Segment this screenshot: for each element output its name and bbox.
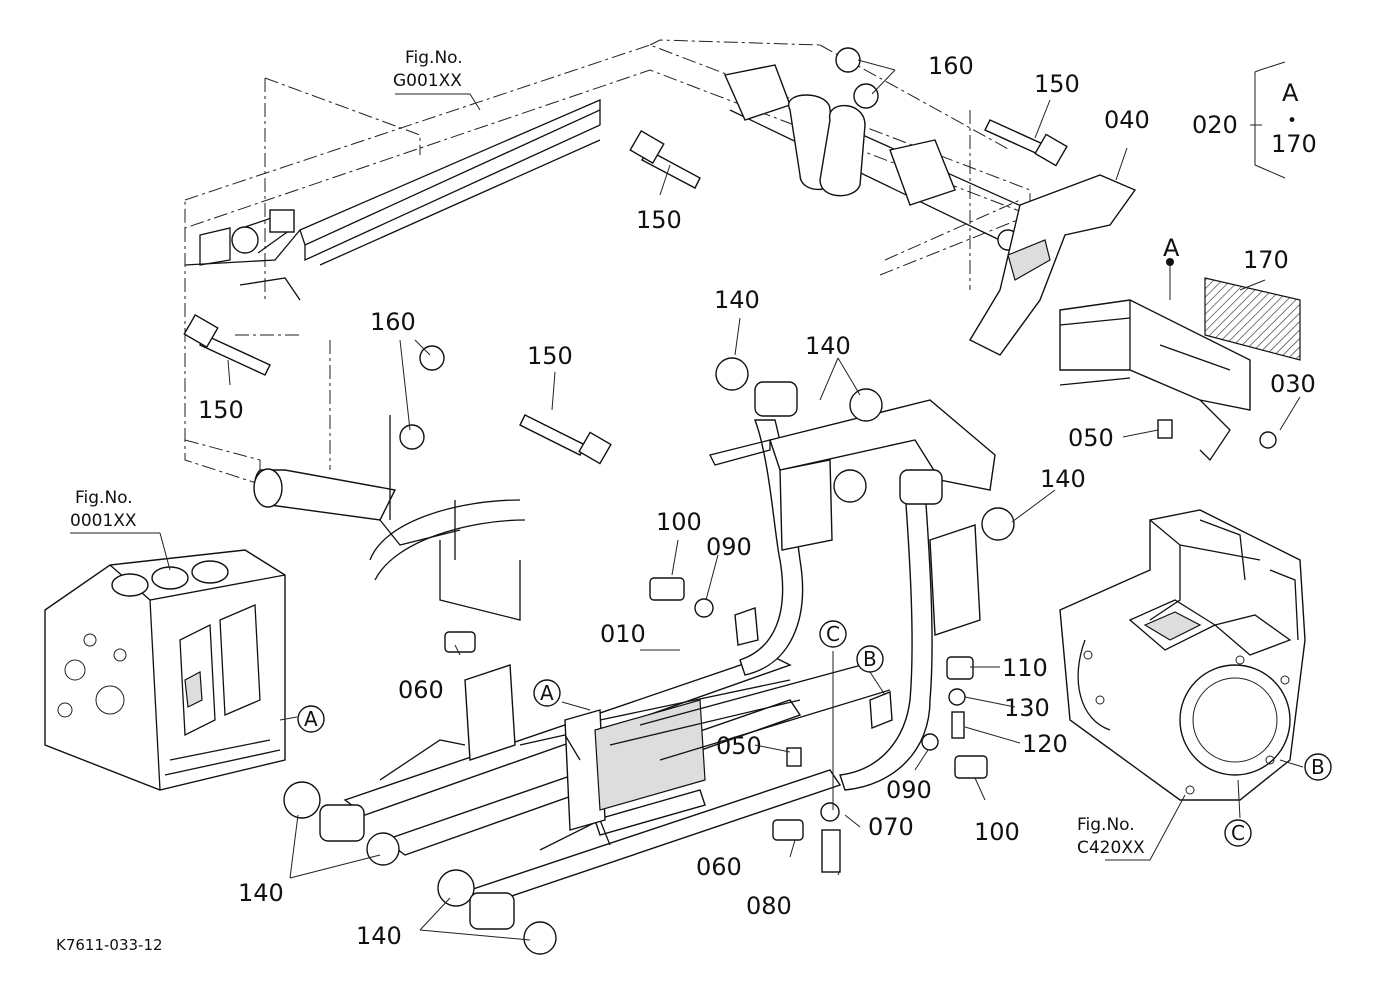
inset-parent: 020 [1192,111,1238,139]
callout-100-bottom: 100 [974,818,1020,846]
callout-120: 120 [1022,730,1068,758]
callout-090-top: 090 [706,533,752,561]
callout-080: 080 [746,892,792,920]
bracket-040 [969,174,1137,356]
frame-ref-label: Fig.No. [405,48,463,68]
marker-a-frame: A [540,681,554,705]
callout-170: 170 [1243,246,1289,274]
callout-labels: 010 030 040 050 050 060 060 070 080 090 … [198,52,1316,950]
figure-references: Fig.No. G001XX Fig.No. 0001XX Fig.No. C4… [70,48,1145,858]
callout-150-top-center: 150 [636,206,682,234]
mounts-140 [283,357,1015,955]
callout-050-top: 050 [1068,424,1114,452]
callout-150-left: 150 [198,396,244,424]
engine-ref-id: 0001XX [70,511,137,531]
callout-130: 130 [1004,694,1050,722]
inset-note: 020 A • 170 [1192,79,1317,158]
callout-160-top: 160 [928,52,974,80]
frame-ref-id: G001XX [393,71,462,91]
callout-140-mid: 140 [805,332,851,360]
engine-ref-label: Fig.No. [75,488,133,508]
inset-line1: A [1282,79,1299,107]
transmission-ref-label: Fig.No. [1077,815,1135,835]
callout-100-top: 100 [656,508,702,536]
bolts-150 [183,119,1068,465]
main-frame-010 [343,399,996,906]
callout-140-right: 140 [1040,465,1086,493]
transmission-ref-id: C420XX [1077,838,1145,858]
callout-040: 040 [1104,106,1150,134]
upper-frame-rail [184,99,601,301]
callout-010: 010 [600,620,646,648]
transmission-housing [1059,509,1306,801]
callout-150-center: 150 [527,342,573,370]
engine-block [44,549,286,791]
circle-markers: A A B B C C [297,620,1332,847]
callout-060-bottom: 060 [696,853,742,881]
inset-line2: • [1287,111,1297,131]
decal-170 [1204,277,1301,361]
callout-140-lower-left: 140 [238,879,284,907]
callout-050-mid: 050 [716,732,762,760]
callout-160-left: 160 [370,308,416,336]
leader-lines [70,59,1304,941]
nuts-160 [399,47,879,450]
a-marker-dot [1166,258,1174,266]
fasteners-misc [444,419,1277,873]
callout-030: 030 [1270,370,1316,398]
callout-110: 110 [1002,654,1048,682]
inset-line3: 170 [1271,130,1317,158]
diagram-id: K7611-033-12 [56,936,163,954]
bracket-020 [1059,299,1251,462]
marker-a-engine: A [304,707,318,731]
callout-a-marker: A [1163,234,1180,262]
callout-140-top: 140 [714,286,760,314]
callout-140-bottom: 140 [356,922,402,950]
callout-060-left: 060 [398,676,444,704]
callout-090-bottom: 090 [886,776,932,804]
marker-b-frame: B [863,647,877,671]
callout-070: 070 [868,813,914,841]
phantom-frame-outline [184,39,1031,511]
marker-c-trans: C [1231,821,1245,845]
marker-b-trans: B [1311,755,1325,779]
callout-150-top-right: 150 [1034,70,1080,98]
marker-c-frame: C [826,622,840,646]
left-support-tube [253,415,526,621]
